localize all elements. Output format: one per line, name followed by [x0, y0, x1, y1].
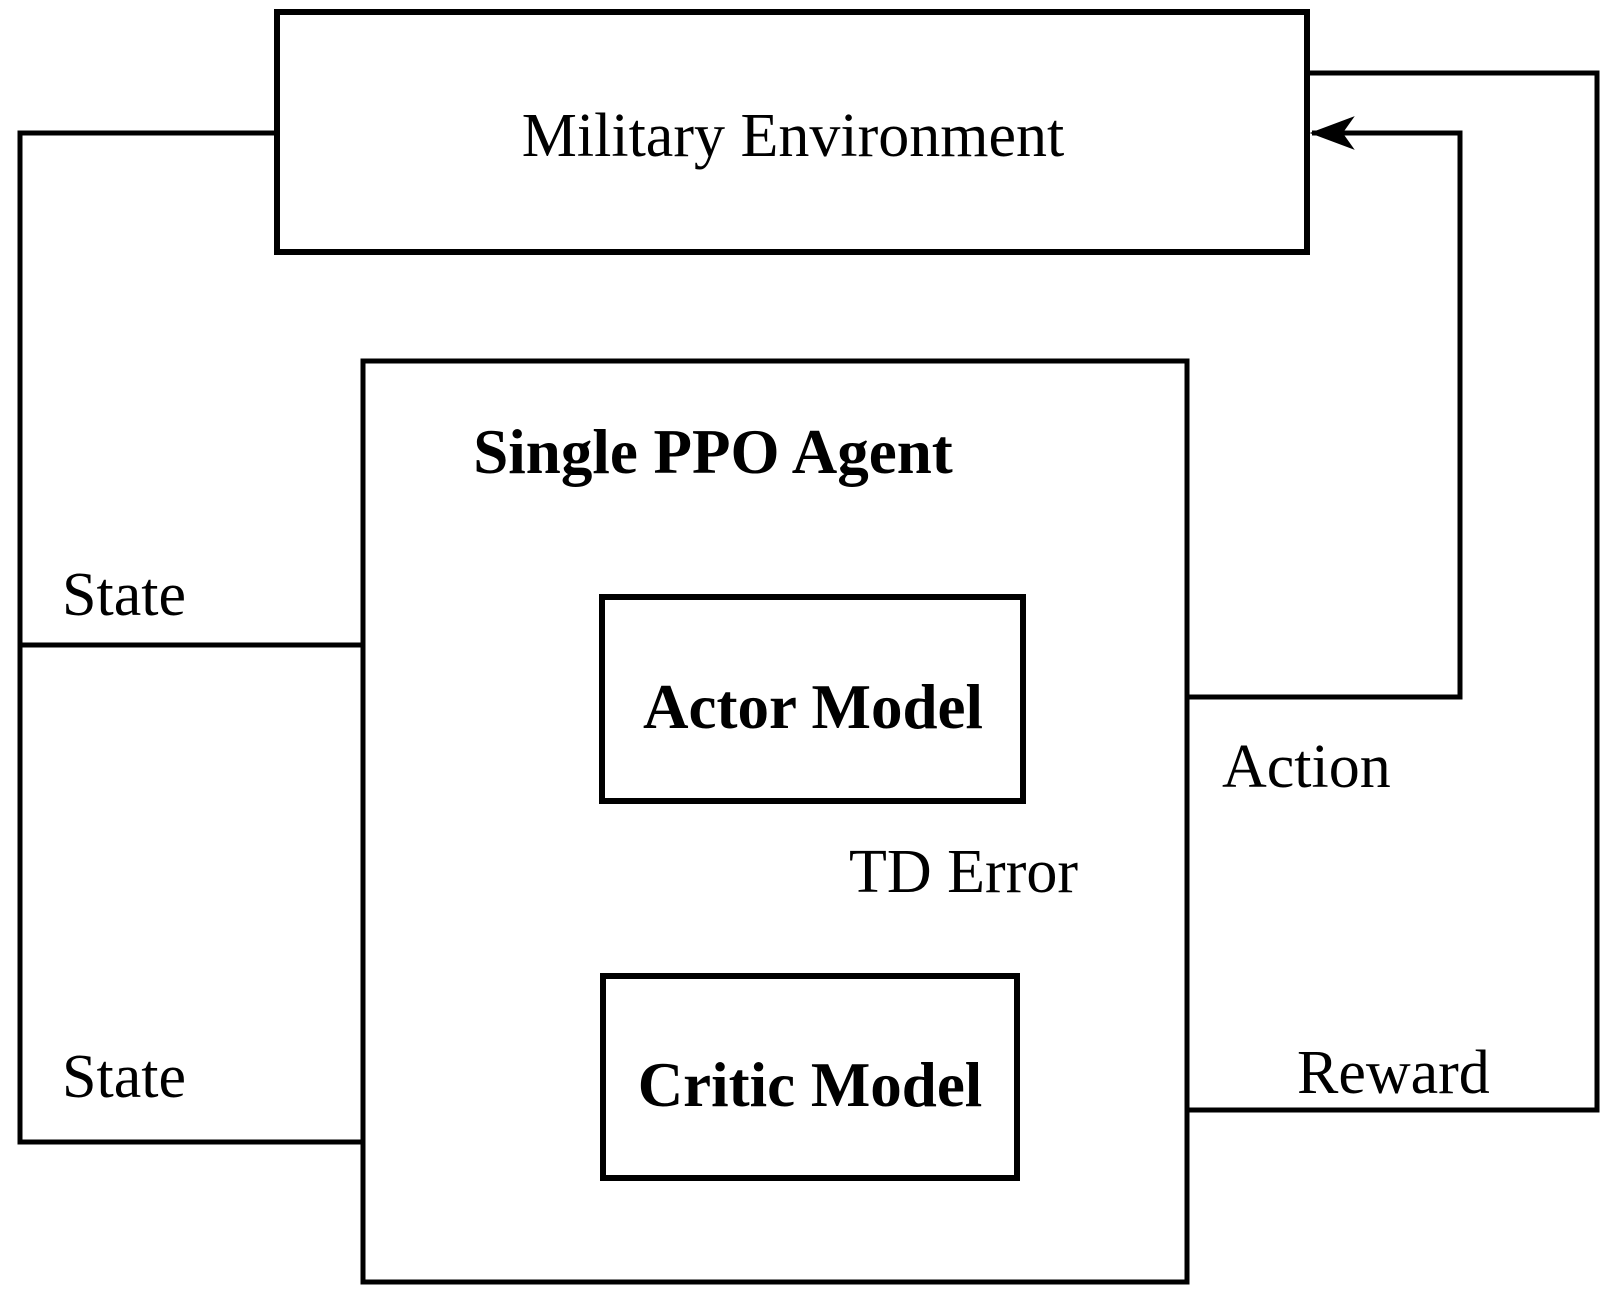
td-error-label: TD Error — [849, 838, 1078, 906]
critic-model-box — [600, 973, 1020, 1181]
action-to-environment-arrow — [1023, 116, 1463, 700]
state-label-bottom: State — [62, 1043, 186, 1111]
actor-model-label: Actor Model — [643, 672, 983, 742]
action-label: Action — [1222, 733, 1391, 801]
military-environment-label: Military Environment — [522, 102, 1064, 170]
military-environment-box — [274, 9, 1310, 255]
state-label-top: State — [62, 561, 186, 629]
critic-model-label: Critic Model — [638, 1050, 983, 1120]
reward-to-critic-arrow — [1019, 70, 1600, 1127]
reward-label: Reward — [1297, 1039, 1490, 1107]
state-to-critic-arrow — [17, 130, 600, 1159]
single-ppo-agent-label: Single PPO Agent — [473, 417, 953, 487]
actor-model-box — [599, 594, 1026, 804]
